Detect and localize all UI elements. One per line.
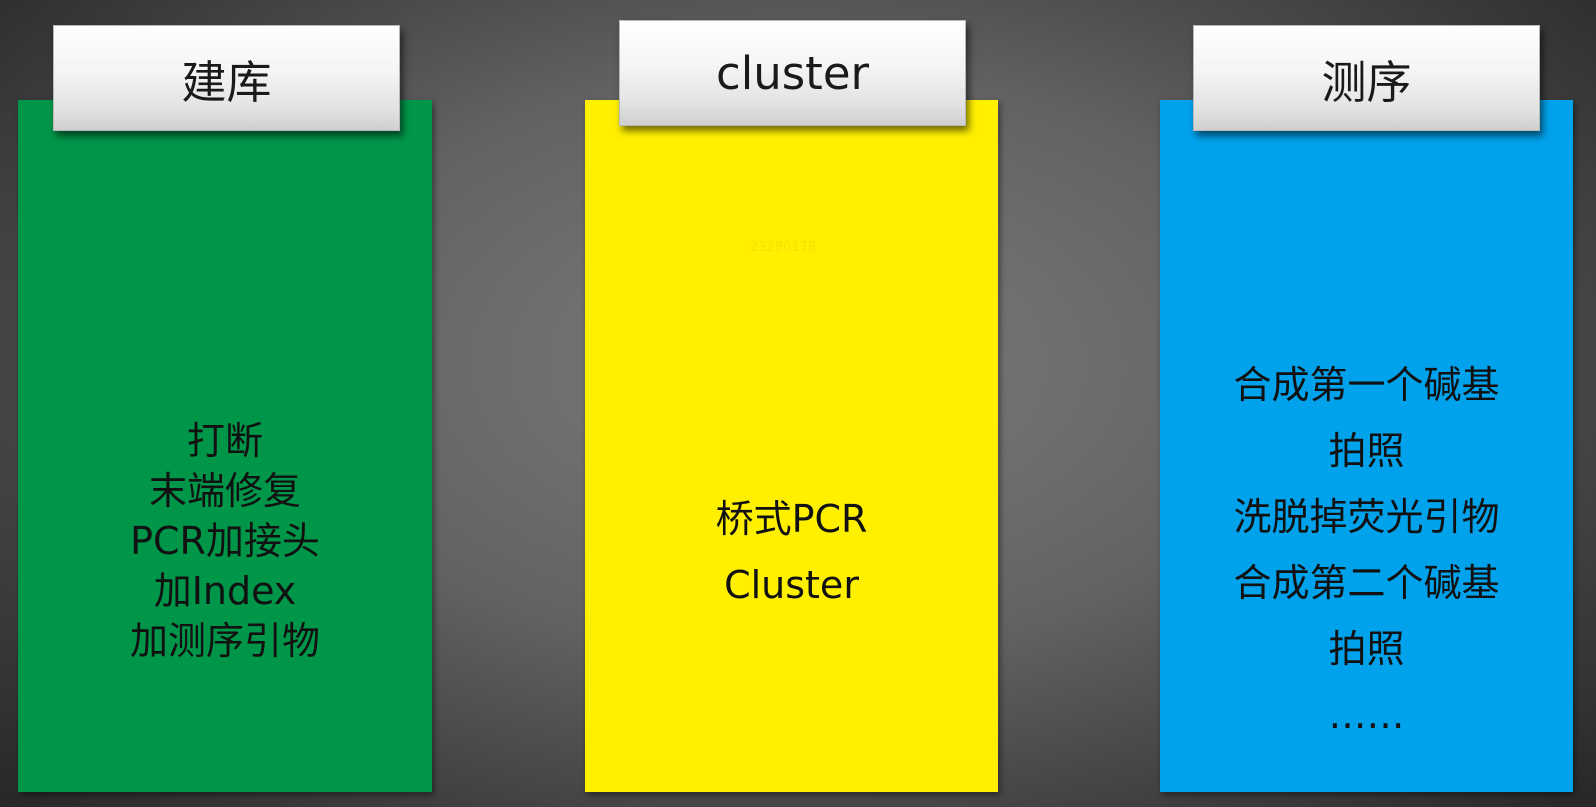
watermark-text: 23280178 [750, 240, 817, 255]
stage-title-cluster: cluster [619, 20, 966, 126]
step-item: 加Index [153, 569, 297, 613]
step-item: 打断 [186, 419, 263, 463]
stage-title-sequencing: 测序 [1193, 25, 1540, 131]
stage-steps-list: 打断 末端修复 PCR加接头 加Index 加测序引物 [18, 416, 432, 666]
step-item: 拍照 [1328, 429, 1405, 473]
step-item: 末端修复 [148, 469, 301, 513]
step-item: …… [1328, 693, 1405, 737]
stage-panel-cluster: 桥式PCR Cluster [585, 100, 998, 792]
step-item: 合成第二个碱基 [1233, 561, 1500, 605]
stage-steps-list: 桥式PCR Cluster [585, 486, 998, 618]
step-item: 加测序引物 [129, 619, 320, 663]
stage-panel-library-prep: 打断 末端修复 PCR加接头 加Index 加测序引物 [18, 100, 432, 792]
step-item: 合成第一个碱基 [1233, 363, 1500, 407]
step-item: Cluster [724, 563, 859, 607]
step-item: PCR加接头 [130, 519, 320, 563]
step-item: 洗脱掉荧光引物 [1233, 495, 1500, 539]
stage-steps-list: 合成第一个碱基 拍照 洗脱掉荧光引物 合成第二个碱基 拍照 …… [1160, 352, 1573, 748]
stage-panel-sequencing: 合成第一个碱基 拍照 洗脱掉荧光引物 合成第二个碱基 拍照 …… [1160, 100, 1573, 792]
stage-title-library-prep: 建库 [53, 25, 400, 131]
step-item: 拍照 [1328, 627, 1405, 671]
step-item: 桥式PCR [715, 497, 868, 541]
